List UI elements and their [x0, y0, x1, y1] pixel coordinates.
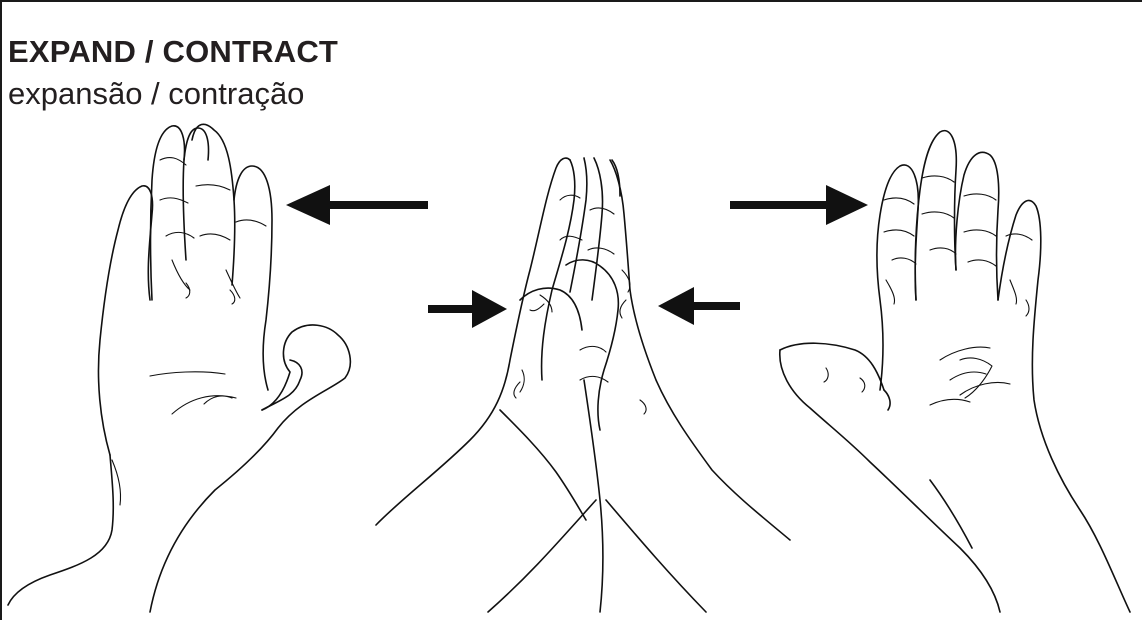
contract-arrow-left	[658, 287, 740, 325]
expand-arrow-right	[730, 185, 868, 225]
middle-hands-pressed	[376, 158, 790, 612]
expand-arrow-left	[286, 185, 428, 225]
left-hand-open-palm	[8, 124, 350, 612]
contract-arrow-right	[428, 290, 507, 328]
